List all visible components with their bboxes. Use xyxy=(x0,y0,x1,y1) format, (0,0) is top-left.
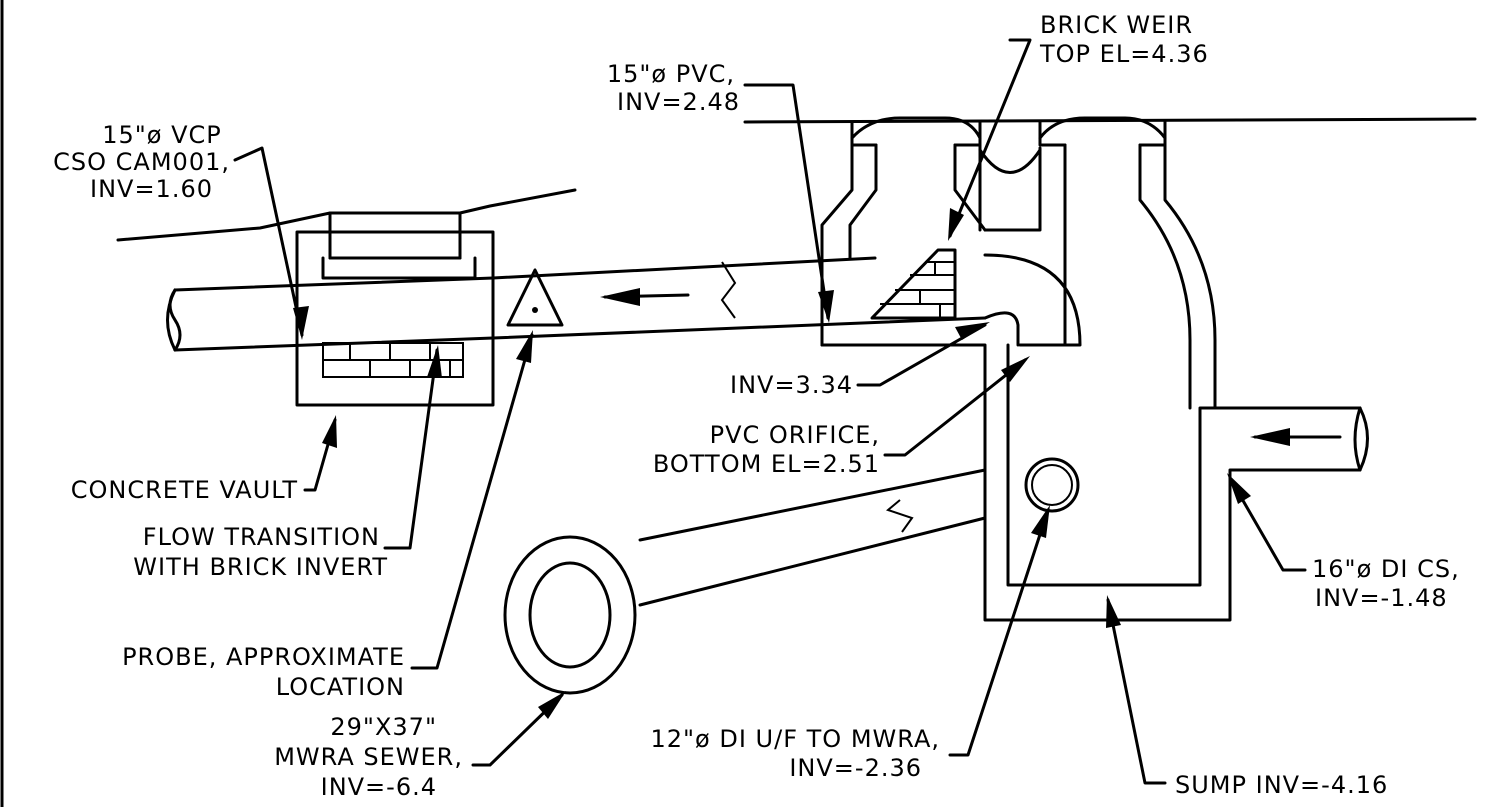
label-transition-1: FLOW TRANSITION xyxy=(143,523,380,551)
label-transition-2: WITH BRICK INVERT xyxy=(133,553,388,581)
label-uf-1: 12"ø DI U/F TO MWRA, xyxy=(650,725,940,753)
label-pvc-2: INV=2.48 xyxy=(617,88,740,116)
label-sump: SUMP INV=-4.16 xyxy=(1175,771,1388,799)
ground-surface xyxy=(116,117,1477,242)
pvc-orifice xyxy=(983,311,1020,347)
label-vcp-3: INV=1.60 xyxy=(90,175,213,203)
label-mwra-1: 29"X37" xyxy=(330,713,437,741)
label-probe-1: PROBE, APPROXIMATE xyxy=(122,643,405,671)
label-inv-334: INV=3.34 xyxy=(730,371,853,399)
label-weir-1: BRICK WEIR xyxy=(1040,11,1193,39)
brick-invert xyxy=(322,342,464,378)
label-mwra-2: MWRA SEWER, xyxy=(274,743,463,771)
probe-triangle-icon xyxy=(506,268,564,327)
label-probe-2: LOCATION xyxy=(276,673,405,701)
manhole-chamber xyxy=(820,116,1369,622)
mwra-sewer xyxy=(503,468,987,695)
vcp-pipe xyxy=(166,256,987,352)
leader-lines xyxy=(233,38,1307,785)
flow-arrow-left xyxy=(600,288,690,306)
label-vcp-1: 15"ø VCP xyxy=(102,121,222,149)
concrete-vault xyxy=(295,211,495,407)
label-orifice-2: BOTTOM EL=2.51 xyxy=(653,450,880,478)
label-mwra-3: INV=-6.4 xyxy=(321,773,437,801)
annotation-labels: 15"ø VCP CSO CAM001, INV=1.60 15"ø PVC, … xyxy=(53,11,1460,801)
label-vcp-2: CSO CAM001, xyxy=(53,148,230,176)
label-pvc-1: 15"ø PVC, xyxy=(607,60,735,88)
underflow-pipe-circle xyxy=(1024,457,1080,513)
label-vault: CONCRETE VAULT xyxy=(71,476,298,504)
label-cs-2: INV=-1.48 xyxy=(1315,584,1448,612)
label-orifice-1: PVC ORIFICE, xyxy=(710,421,880,449)
flow-arrow-right xyxy=(1250,428,1342,446)
label-cs-1: 16"ø DI CS, xyxy=(1312,555,1460,583)
label-weir-2: TOP EL=4.36 xyxy=(1039,40,1209,68)
label-uf-2: INV=-2.36 xyxy=(789,754,922,782)
leader-arrowheads xyxy=(293,208,1251,719)
brick-weir xyxy=(870,248,957,320)
